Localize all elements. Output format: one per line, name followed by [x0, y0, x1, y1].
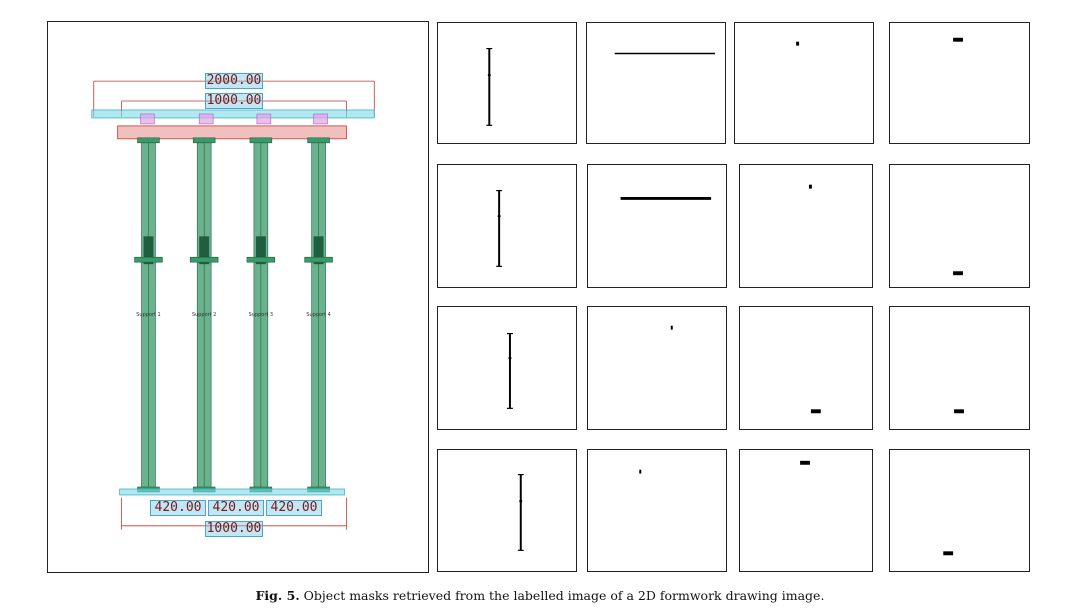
- labelled-drawing-panel: Support 1 Support 2 Support 3 Support 4 …: [47, 21, 429, 573]
- dimension-bottom-mid: 420.00: [208, 500, 264, 516]
- mask-panel: [587, 306, 727, 430]
- caption-text: Object masks retrieved from the labelled…: [303, 588, 825, 603]
- dimension-top: 2000.00: [205, 73, 263, 89]
- dimension-second: 1000.00: [205, 93, 263, 109]
- mask-panel: [889, 449, 1030, 572]
- mask-panel: [437, 22, 577, 144]
- figure-caption: Fig. 5. Object masks retrieved from the …: [0, 588, 1080, 603]
- support-label-1: Support 1: [136, 312, 160, 318]
- mask-panel: [437, 449, 577, 572]
- support-label-2: Support 2: [192, 312, 216, 318]
- mask-panel: [587, 164, 727, 288]
- dimension-bottom-left: 420.00: [150, 500, 206, 516]
- mask-panel: [889, 22, 1030, 144]
- mask-panel: [437, 306, 577, 430]
- mask-panel: [889, 164, 1030, 288]
- mask-panel: [739, 449, 873, 572]
- formwork-drawing: Support 1 Support 2 Support 3 Support 4: [91, 80, 375, 530]
- mask-panel: [739, 306, 873, 430]
- dimension-bottom-right: 420.00: [266, 500, 322, 516]
- figure-number: Fig. 5.: [255, 588, 300, 603]
- mask-panel: [739, 164, 873, 288]
- mask-panel: [889, 306, 1030, 430]
- mask-panel: [437, 164, 577, 288]
- mask-panel: [586, 22, 726, 144]
- mask-panel: [587, 449, 727, 572]
- support-label-4: Support 4: [306, 312, 330, 318]
- support-label-3: Support 3: [249, 312, 273, 318]
- dimension-bottom-total: 1000.00: [205, 521, 263, 537]
- mask-panel: [734, 22, 874, 144]
